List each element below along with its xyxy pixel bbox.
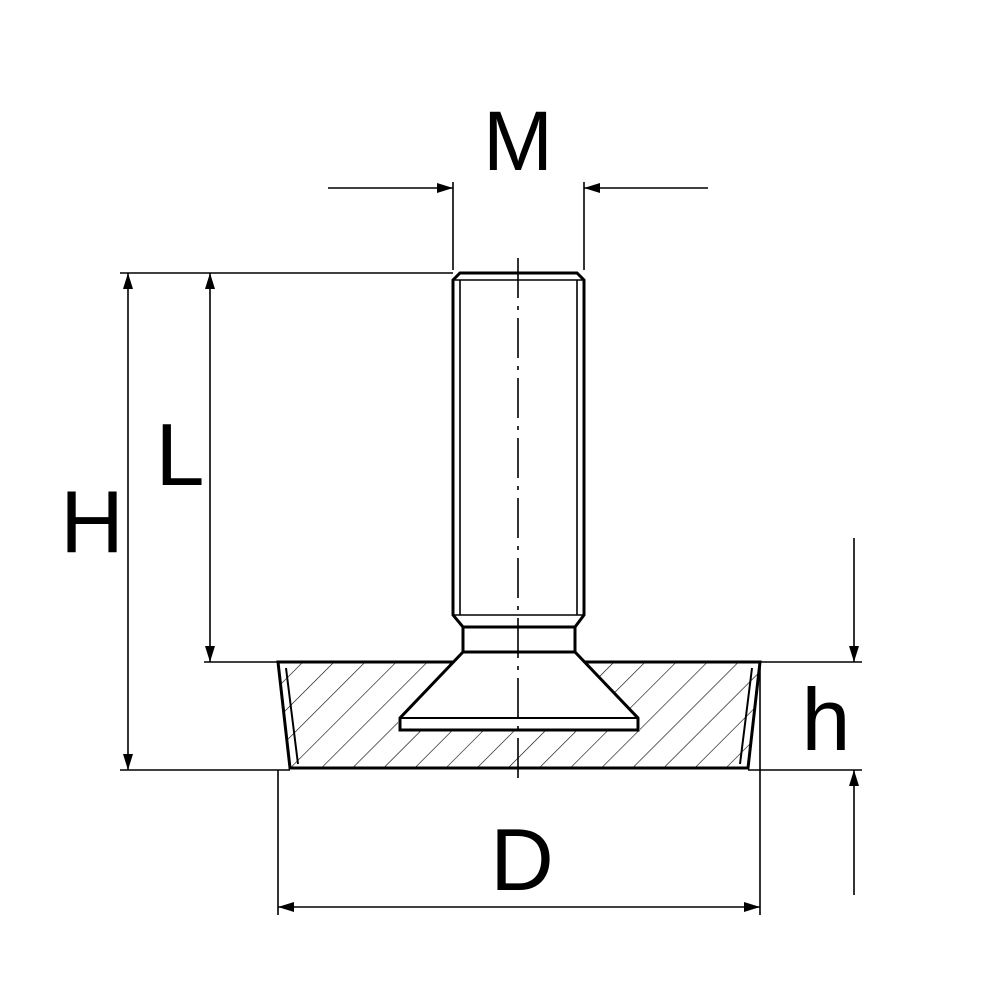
label-D: D	[490, 810, 554, 909]
dimension-D: D	[277, 662, 761, 915]
base-outline	[276, 660, 762, 770]
dimension-M: M	[328, 94, 708, 270]
label-M: M	[483, 94, 553, 188]
dimension-H-L: H L	[60, 272, 453, 771]
label-h: h	[802, 670, 851, 769]
label-L: L	[156, 405, 205, 504]
base-hatch	[278, 662, 760, 768]
base-section	[276, 660, 762, 770]
label-H: H	[60, 472, 124, 571]
dimension-h: h	[748, 538, 862, 895]
